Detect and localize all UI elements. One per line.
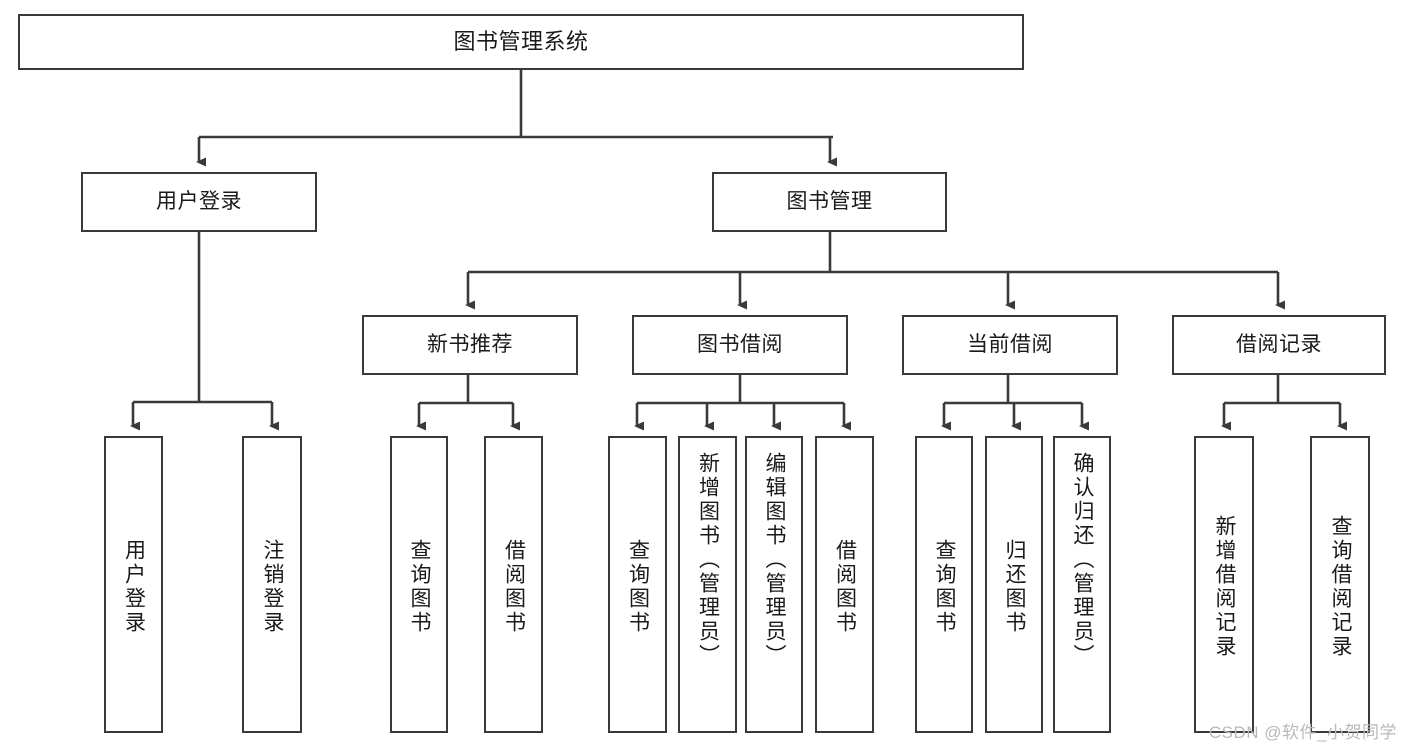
watermark-text: CSDN @软件_小贺同学 [1208, 723, 1397, 742]
node-borrow-record[interactable]: 借阅记录 [1172, 315, 1386, 375]
node-current-borrow[interactable]: 当前借阅 [902, 315, 1118, 375]
node-book-borrow[interactable]: 图书借阅 [632, 315, 848, 375]
node-leaf-borrow-book-rec[interactable]: 借阅图书 [484, 436, 543, 733]
node-leaf-user-login[interactable]: 用户登录 [104, 436, 163, 733]
node-book-manage[interactable]: 图书管理 [712, 172, 947, 232]
node-leaf-add-book-admin[interactable]: 新增图书（管理员） [678, 436, 737, 733]
node-user-login[interactable]: 用户登录 [81, 172, 317, 232]
node-new-book-recommend[interactable]: 新书推荐 [362, 315, 578, 375]
node-leaf-confirm-return-admin[interactable]: 确认归还（管理员） [1053, 436, 1111, 733]
node-leaf-query-borrow-record[interactable]: 查询借阅记录 [1310, 436, 1370, 733]
node-leaf-query-book-rec[interactable]: 查询图书 [390, 436, 448, 733]
node-system-root[interactable]: 图书管理系统 [18, 14, 1024, 70]
node-leaf-query-book-borrow[interactable]: 查询图书 [608, 436, 667, 733]
node-leaf-logout-login[interactable]: 注销登录 [242, 436, 302, 733]
node-leaf-query-book-current[interactable]: 查询图书 [915, 436, 973, 733]
node-leaf-add-borrow-record[interactable]: 新增借阅记录 [1194, 436, 1254, 733]
node-leaf-return-book[interactable]: 归还图书 [985, 436, 1043, 733]
node-leaf-edit-book-admin[interactable]: 编辑图书（管理员） [745, 436, 803, 733]
node-leaf-borrow-book[interactable]: 借阅图书 [815, 436, 874, 733]
